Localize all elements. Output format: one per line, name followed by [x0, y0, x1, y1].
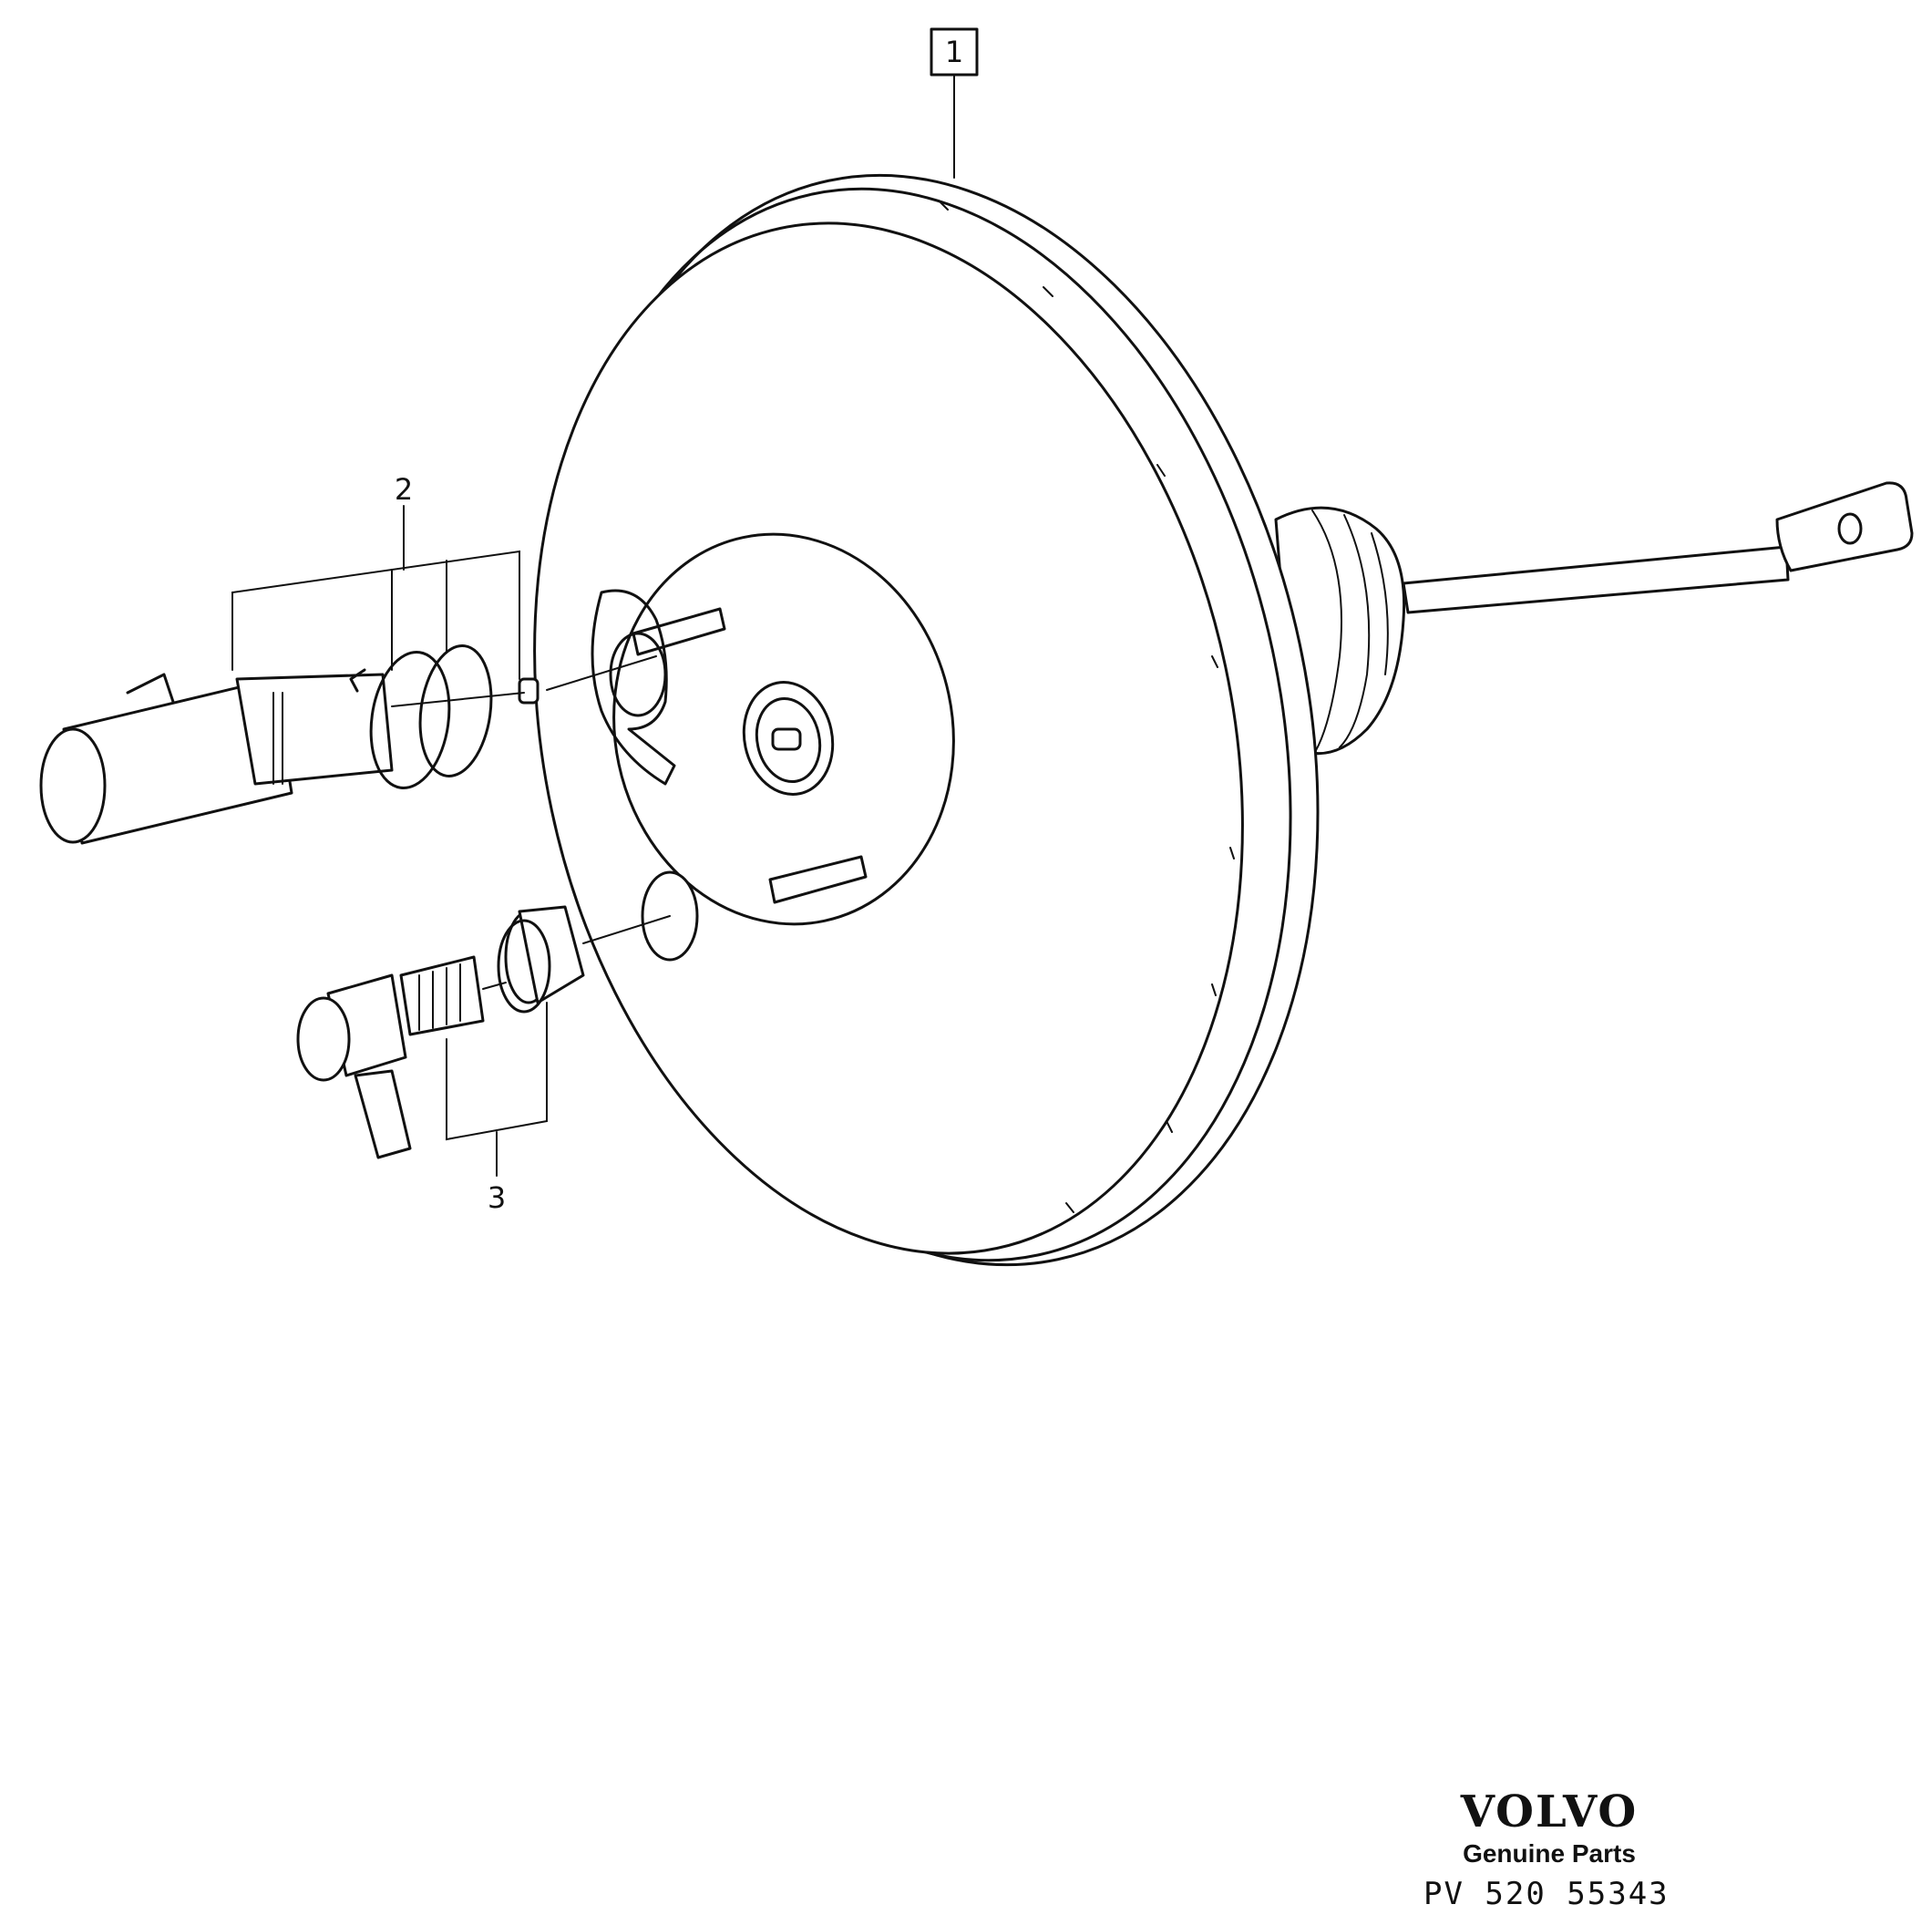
leader-lines — [231, 74, 955, 1177]
brand-logo: VOLVO — [1460, 1786, 1639, 1838]
sensor-assembly — [39, 644, 657, 845]
part-number: PV 520 55343 — [1423, 1876, 1670, 1912]
callout-label-3: 3 — [488, 1180, 506, 1215]
brand-tagline: Genuine Parts — [1463, 1839, 1636, 1868]
callout-label-1: 1 — [945, 35, 963, 69]
booster-housing — [533, 173, 1320, 1267]
callout-box-1 — [930, 27, 979, 77]
callout-label-2: 2 — [395, 472, 413, 507]
check-valve-assembly — [296, 905, 671, 1159]
push-rod — [1402, 481, 1914, 614]
